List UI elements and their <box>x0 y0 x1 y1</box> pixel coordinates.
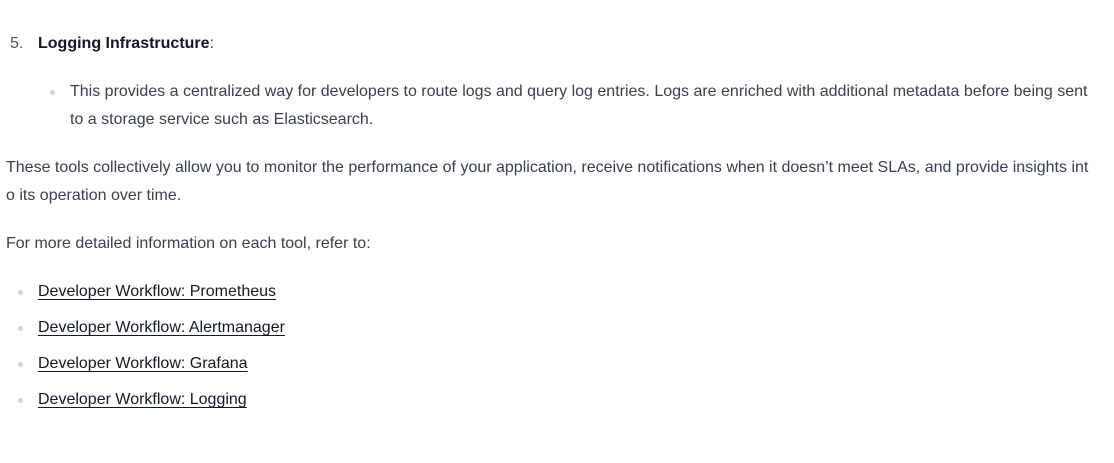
refer-paragraph: For more detailed information on each to… <box>6 235 371 252</box>
link-prometheus[interactable]: Developer Workflow: Prometheus <box>38 283 277 300</box>
cropped-text: an. <box>72 0 94 10</box>
summary-paragraph: These tools collectively allow you to mo… <box>6 159 1089 204</box>
link-grafana[interactable]: Developer Workflow: Grafana <box>38 355 248 372</box>
link-logging[interactable]: Developer Workflow: Logging <box>38 391 247 408</box>
link-alertmanager[interactable]: Developer Workflow: Alertmanager <box>38 319 285 336</box>
bullet-text: This provides a centralized way for deve… <box>70 83 1088 128</box>
list-number: 5. <box>10 35 24 52</box>
list-item-heading: Logging Infrastructure: <box>38 30 214 58</box>
heading-colon: : <box>209 35 215 52</box>
bullet-icon <box>50 90 55 95</box>
heading-bold: Logging Infrastructure <box>38 35 210 52</box>
bullet-icon <box>18 326 23 331</box>
bullet-icon <box>18 398 23 403</box>
bullet-icon <box>18 362 23 367</box>
bullet-icon <box>18 290 23 295</box>
